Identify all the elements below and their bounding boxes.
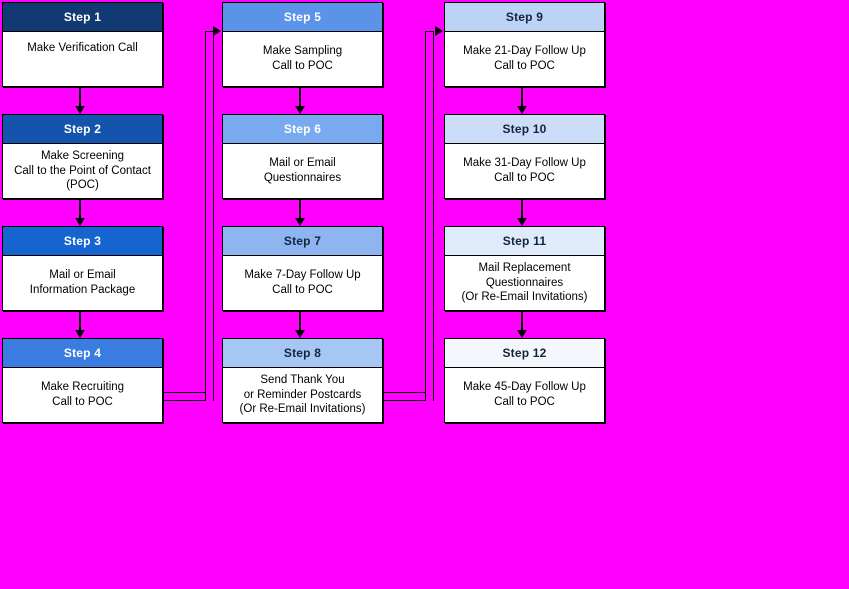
connector-1-2-line [79,88,81,108]
step-4-body-line-1: Make Recruiting [40,381,125,393]
step-3-body: Mail or Email Information Package [3,256,162,310]
connector-5-6-arrowhead [295,106,305,114]
step-8-body-line-2: or Reminder Postcards [243,388,362,401]
step-3-header: Step 3 [3,227,162,256]
connector-10-11-arrowhead [517,218,527,226]
step-box-11[interactable]: Step 11 Mail Replacement Questionnaires … [444,226,605,311]
step-1-body-line-1: Make Verification Call [27,42,138,54]
connector-5-6-line [299,88,301,108]
step-5-header: Step 5 [223,3,382,32]
step-2-body-line-1: Make Screening [40,150,125,162]
step-2-body-line-3: (POC) [66,179,99,191]
connector-11-12-line [521,312,523,332]
step-5-body: Make Sampling Call to POC [223,32,382,86]
step-10-header: Step 10 [445,115,604,144]
step-3-body-line-1: Mail or Email [49,269,116,281]
connector-6-7-line [299,200,301,220]
step-4-body: Make Recruiting Call to POC [3,368,162,422]
step-7-body-line-1: Make 7-Day Follow Up [244,269,361,281]
connector-2-3-arrowhead [75,218,85,226]
step-1-body: Make Verification Call [3,32,162,86]
step-5-body-line-2: Call to POC [272,59,333,72]
step-6-header: Step 6 [223,115,382,144]
connector-8-9-segment-h1b [384,400,426,401]
step-6-body-line-2: Questionnaires [263,171,342,184]
connector-4-5-segment-v [205,31,206,401]
connector-8-9-segment-v [425,31,426,401]
step-8-body-line-3: (Or Re-Email Invitations) [239,403,366,415]
step-box-4[interactable]: Step 4 Make Recruiting Call to POC [2,338,163,423]
connector-10-11-line [521,200,523,220]
connector-1-2-arrowhead [75,106,85,114]
connector-7-8-line [299,312,301,332]
connector-4-5-segment-h1 [164,392,206,393]
step-11-body: Mail Replacement Questionnaires (Or Re-E… [445,256,604,310]
connector-4-5-segment-v2 [213,31,214,401]
step-box-7[interactable]: Step 7 Make 7-Day Follow Up Call to POC [222,226,383,311]
step-box-1[interactable]: Step 1 Make Verification Call [2,2,163,87]
step-10-body-line-1: Make 31-Day Follow Up [463,157,586,169]
connector-9-10-line [521,88,523,108]
step-4-header: Step 4 [3,339,162,368]
connector-3-4-line [79,312,81,332]
step-8-body-line-1: Send Thank You [260,374,345,386]
step-8-body: Send Thank You or Reminder Postcards (Or… [223,368,382,422]
connector-9-10-arrowhead [517,106,527,114]
step-7-body-line-2: Call to POC [272,283,333,296]
step-11-header: Step 11 [445,227,604,256]
step-6-body: Mail or Email Questionnaires [223,144,382,198]
step-7-body: Make 7-Day Follow Up Call to POC [223,256,382,310]
step-box-9[interactable]: Step 9 Make 21-Day Follow Up Call to POC [444,2,605,87]
step-11-body-line-1: Mail Replacement [478,262,571,274]
connector-8-9-segment-v2 [433,31,434,401]
step-5-body-line-1: Make Sampling [262,45,343,57]
step-6-body-line-1: Mail or Email [269,157,336,169]
connector-11-12-arrowhead [517,330,527,338]
step-10-body-line-2: Call to POC [494,171,555,184]
step-9-body-line-1: Make 21-Day Follow Up [463,45,586,57]
step-box-10[interactable]: Step 10 Make 31-Day Follow Up Call to PO… [444,114,605,199]
step-8-header: Step 8 [223,339,382,368]
step-2-body: Make Screening Call to the Point of Cont… [3,144,162,198]
connector-8-9-arrowhead [435,26,443,36]
step-box-12[interactable]: Step 12 Make 45-Day Follow Up Call to PO… [444,338,605,423]
step-9-body-line-2: Call to POC [494,59,555,72]
connector-4-5-arrowhead [213,26,221,36]
step-9-body: Make 21-Day Follow Up Call to POC [445,32,604,86]
connector-7-8-arrowhead [295,330,305,338]
step-11-body-line-3: (Or Re-Email Invitations) [461,291,588,303]
step-12-body-line-2: Call to POC [494,395,555,408]
step-box-3[interactable]: Step 3 Mail or Email Information Package [2,226,163,311]
step-box-5[interactable]: Step 5 Make Sampling Call to POC [222,2,383,87]
step-4-body-line-2: Call to POC [52,395,113,408]
step-box-2[interactable]: Step 2 Make Screening Call to the Point … [2,114,163,199]
step-3-body-line-2: Information Package [29,283,136,296]
step-box-8[interactable]: Step 8 Send Thank You or Reminder Postca… [222,338,383,423]
step-12-header: Step 12 [445,339,604,368]
connector-2-3-line [79,200,81,220]
connector-8-9-segment-h2 [425,31,434,32]
step-box-6[interactable]: Step 6 Mail or Email Questionnaires [222,114,383,199]
connector-8-9-segment-h1 [384,392,426,393]
connector-4-5-segment-h1b [164,400,206,401]
step-1-header: Step 1 [3,3,162,32]
step-2-header: Step 2 [3,115,162,144]
step-12-body-line-1: Make 45-Day Follow Up [463,381,586,393]
connector-6-7-arrowhead [295,218,305,226]
step-2-body-line-2: Call to the Point of Contact [14,164,151,177]
step-10-body: Make 31-Day Follow Up Call to POC [445,144,604,198]
step-7-header: Step 7 [223,227,382,256]
step-12-body: Make 45-Day Follow Up Call to POC [445,368,604,422]
connector-3-4-arrowhead [75,330,85,338]
step-9-header: Step 9 [445,3,604,32]
connector-4-5-segment-h2 [205,31,214,32]
step-11-body-line-2: Questionnaires [485,276,564,289]
